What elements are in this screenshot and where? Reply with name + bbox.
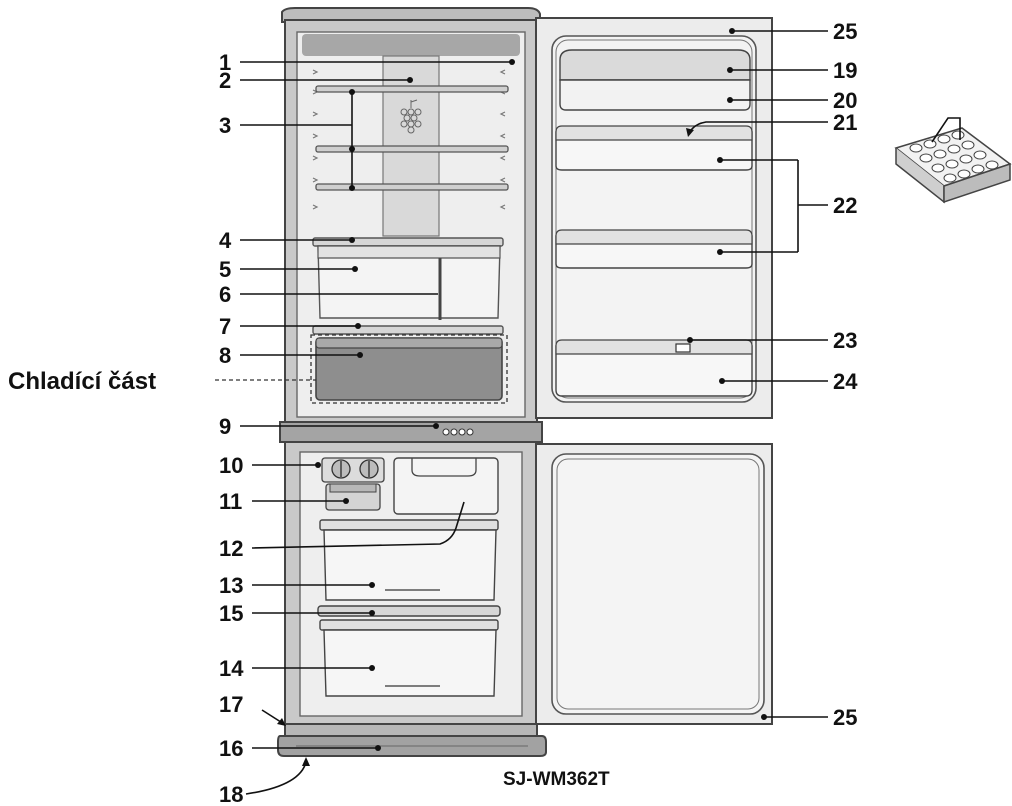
label-5: 5 <box>219 257 231 282</box>
ice-tray-loose <box>894 127 1012 204</box>
control-panel-bar <box>279 421 543 443</box>
freezer-shelf <box>317 605 501 617</box>
label-9: 9 <box>219 414 231 439</box>
fridge-top-housing <box>302 34 520 56</box>
label-7: 7 <box>219 314 231 339</box>
freezer-drawer-lower-rim <box>319 619 499 631</box>
label-20: 20 <box>833 88 857 113</box>
bottle-holder <box>675 343 691 353</box>
label-10: 10 <box>219 453 243 478</box>
label-13: 13 <box>219 573 243 598</box>
door-pocket-upper <box>555 131 753 171</box>
chilled-zone-outline <box>310 334 508 404</box>
label-22: 22 <box>833 193 857 218</box>
label-8: 8 <box>219 343 231 368</box>
label-19: 19 <box>833 58 857 83</box>
deodoriser-grape-icon <box>400 99 422 134</box>
label-3: 3 <box>219 113 231 138</box>
freezer-tray <box>393 457 499 515</box>
label-14: 14 <box>219 656 244 681</box>
label-23: 23 <box>833 328 857 353</box>
label-25-bottom: 25 <box>833 705 857 730</box>
label-16: 16 <box>219 736 243 761</box>
freezer-drawer-upper <box>323 529 497 601</box>
ice-maker <box>321 457 385 483</box>
model-number: SJ-WM362T <box>503 769 610 790</box>
label-15: 15 <box>219 601 243 626</box>
door-egg-pocket <box>559 79 751 111</box>
base-strip <box>284 723 538 737</box>
freezer-drawer-lower <box>323 629 497 697</box>
leader-lines <box>215 28 961 795</box>
label-12: 12 <box>219 536 243 561</box>
label-25-top: 25 <box>833 19 857 44</box>
chilled-compartment-caption: Chladící část <box>8 368 156 395</box>
label-21: 21 <box>833 110 857 135</box>
label-4: 4 <box>219 228 232 253</box>
chilled-shelf <box>312 325 504 335</box>
label-2: 2 <box>219 68 231 93</box>
label-1: 1 <box>219 50 231 75</box>
label-18: 18 <box>219 782 243 806</box>
glass-shelves <box>315 85 509 191</box>
label-11: 11 <box>219 489 242 514</box>
cabinet-top-cap <box>281 7 541 23</box>
freezer-door <box>535 443 773 725</box>
bottle-pocket <box>555 345 753 397</box>
label-24: 24 <box>833 369 858 394</box>
fridge-door <box>535 17 773 419</box>
fridge-cabinet <box>277 7 547 757</box>
label-17: 17 <box>219 692 243 717</box>
callout-numbers: 1 2 3 4 5 6 7 8 9 10 11 12 13 15 14 17 1… <box>219 19 858 806</box>
door-egg-cover <box>559 49 751 81</box>
label-6: 6 <box>219 282 231 307</box>
control-buttons <box>442 428 474 436</box>
freezer-drawer-upper-rim <box>319 519 499 531</box>
